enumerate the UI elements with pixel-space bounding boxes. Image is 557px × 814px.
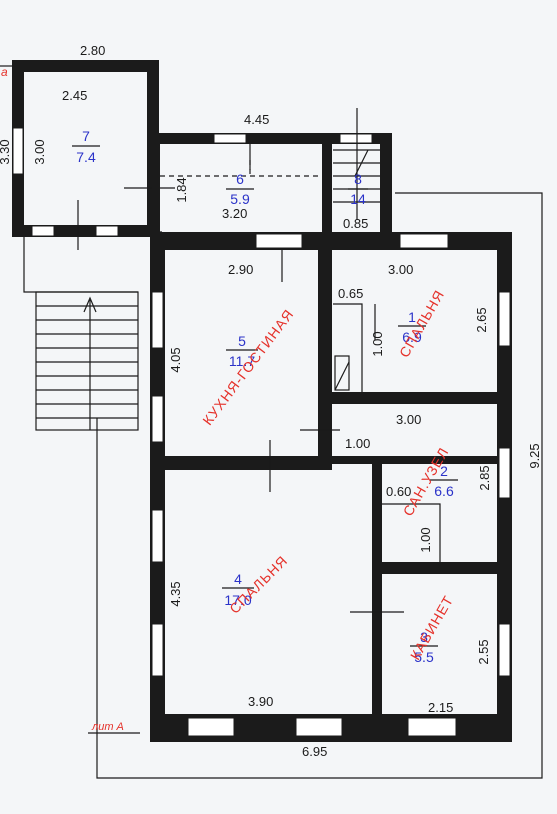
dim-label: 2.85 <box>477 465 492 490</box>
dim-label: 0.60 <box>386 484 411 499</box>
corner-letter: а <box>1 65 8 79</box>
window <box>498 447 511 499</box>
porch-outline <box>23 237 138 293</box>
room-number: 8 <box>354 171 362 187</box>
closet-mark <box>334 355 350 391</box>
dim-label: 3.90 <box>248 694 273 709</box>
dim-label: 2.55 <box>476 639 491 664</box>
room-number: 3 <box>420 629 428 645</box>
room-number: 2 <box>440 463 448 479</box>
bathroom-partition <box>382 503 441 562</box>
window <box>31 225 55 237</box>
room-area: 6.9 <box>402 329 422 345</box>
closet-mark <box>334 361 350 391</box>
dim-label: 4.45 <box>244 112 269 127</box>
room-number: 1 <box>408 309 416 325</box>
window <box>498 291 511 347</box>
dim-label: 3.00 <box>388 262 413 277</box>
room-number: 4 <box>234 571 242 587</box>
room-area: 17.0 <box>224 592 251 608</box>
window <box>151 395 164 443</box>
window <box>399 233 449 249</box>
entrance-stairs <box>35 291 139 431</box>
dim-label: 2.65 <box>474 307 489 332</box>
room-area: 5.9 <box>230 191 250 207</box>
dim-label: 3.00 <box>396 412 421 427</box>
room-area: 6.6 <box>434 483 454 499</box>
dim-label: 2.15 <box>428 700 453 715</box>
window <box>498 623 511 677</box>
window <box>339 133 373 144</box>
room-area: 5.5 <box>414 649 434 665</box>
dim-label: 1.00 <box>370 331 385 356</box>
dim-label: 2.45 <box>62 88 87 103</box>
room-area: 7.4 <box>76 149 96 165</box>
room-7-walls <box>12 60 159 237</box>
window <box>295 717 343 737</box>
room-name-kitchen: КУХНЯ-ГОСТИНАЯ <box>199 306 297 428</box>
dim-label: 2.80 <box>80 43 105 58</box>
room-area: 14 <box>350 191 366 207</box>
dim-label: 0.65 <box>338 286 363 301</box>
room-area: 11.7 <box>229 353 255 369</box>
dim-label: 9.25 <box>527 443 542 468</box>
room-name-bedroom-1: СПАЛЬНЯ <box>396 287 448 360</box>
room-name-bathroom: САН.УЗЕЛ <box>400 444 452 518</box>
closet-outline <box>333 303 363 392</box>
window <box>187 717 235 737</box>
dim-label: 3.30 <box>0 139 12 164</box>
room-number: 5 <box>238 333 246 349</box>
room-6-walls <box>152 133 392 233</box>
dim-label: 1.00 <box>418 527 433 552</box>
room-number: 7 <box>82 128 90 144</box>
site-boundary-line <box>96 192 543 779</box>
internal-walls <box>165 250 497 714</box>
dim-label: 2.90 <box>228 262 253 277</box>
dim-label: 3.20 <box>222 206 247 221</box>
dim-label: 4.05 <box>168 347 183 372</box>
dim-label: 1.84 <box>174 177 189 202</box>
window <box>255 233 303 249</box>
building-label: лит А <box>91 721 124 733</box>
window <box>12 127 24 175</box>
window <box>407 717 457 737</box>
dim-label: 1.00 <box>345 436 370 451</box>
room-number: 6 <box>236 171 244 187</box>
dimension-labels: 2.80 2.45 3.30 3.00 4.45 1.84 3.20 0.85 … <box>0 43 542 759</box>
window <box>151 291 164 349</box>
dim-label: 3.00 <box>32 139 47 164</box>
window <box>95 225 119 237</box>
dim-label: 4.35 <box>168 581 183 606</box>
room-numbers: 7 7.4 6 5.9 8 14 5 11.7 1 6.9 2 6.6 4 17… <box>72 128 458 665</box>
window <box>213 133 247 144</box>
window <box>151 623 164 677</box>
dim-label: 6.95 <box>302 744 327 759</box>
dim-label: 0.85 <box>343 216 368 231</box>
window <box>151 509 164 563</box>
